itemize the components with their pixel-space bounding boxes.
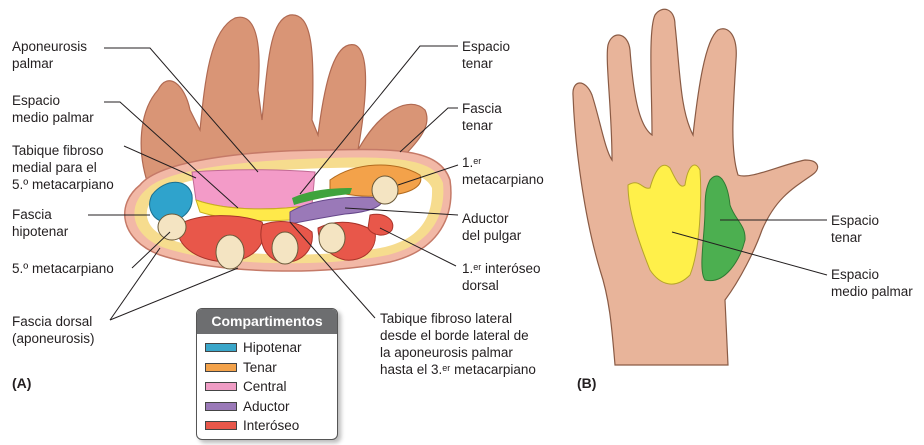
swatch-icon	[205, 421, 237, 431]
swatch-icon	[205, 401, 237, 411]
label-fascia-hipotenar: Fascia hipotenar	[12, 207, 69, 239]
leader-lines-a	[88, 45, 459, 321]
label-espacio-medio-palmar-b: Espacio medio palmar	[831, 267, 913, 299]
label-espacio-tenar-b: Espacio tenar	[831, 213, 880, 245]
label-fascia-dorsal: Fascia dorsal (aponeurosis)	[12, 314, 95, 346]
label-espacio-medio-palmar: Espacio medio palmar	[12, 93, 94, 125]
panel-b-tag: (B)	[577, 375, 597, 391]
label-espacio-tenar: Espacio tenar	[462, 39, 511, 71]
label-tabique-lateral: Tabique fibroso lateral desde el borde l…	[380, 311, 536, 377]
swatch-icon	[205, 362, 237, 372]
swatch-icon	[205, 382, 237, 392]
legend-item-hipotenar: Hipotenar	[197, 338, 337, 358]
panel-a-tag: (A)	[12, 375, 32, 391]
label-primer-metacarpiano: 1.er metacarpiano	[462, 155, 544, 187]
legend-item-tenar: Tenar	[197, 358, 337, 378]
legend-item-central: Central	[197, 377, 337, 397]
label-quinto-metacarpiano: 5.º metacarpiano	[12, 261, 114, 276]
label-aductor-pulgar: Aductor del pulgar	[462, 211, 522, 243]
legend-compartimentos: Compartimentos Hipotenar Tenar Central A…	[196, 308, 338, 440]
label-primer-interoseo: 1.er interóseo dorsal	[462, 261, 541, 293]
legend-item-aductor: Aductor	[197, 397, 337, 417]
label-aponeurosis-palmar: Aponeurosis palmar	[12, 39, 88, 71]
label-fascia-tenar: Fascia tenar	[462, 101, 502, 133]
legend-title: Compartimentos	[197, 309, 337, 334]
legend-item-interoseo: Interóseo	[197, 416, 337, 436]
hand-b	[572, 8, 828, 366]
label-tabique-medial: Tabique fibroso medial para el 5.º metac…	[12, 143, 114, 192]
swatch-icon	[205, 343, 237, 353]
